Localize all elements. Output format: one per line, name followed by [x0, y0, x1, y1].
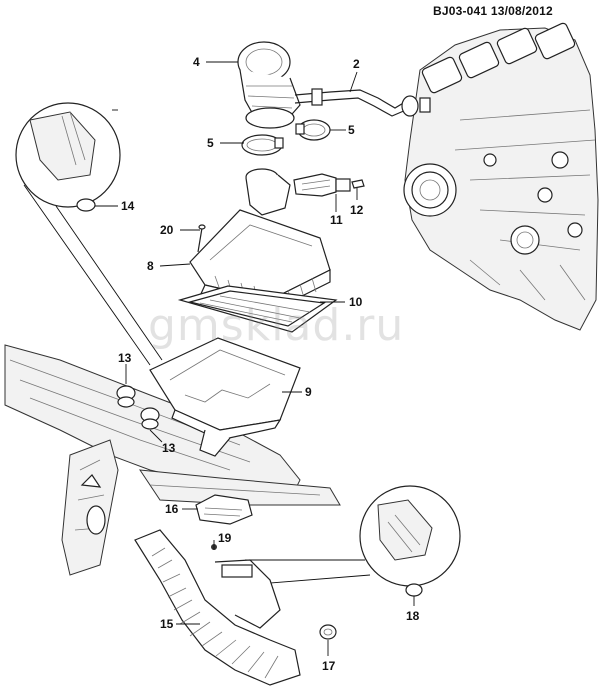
hose-clamp-left	[241, 134, 284, 156]
callout-11: 11	[330, 213, 343, 227]
callout-8: 8	[147, 259, 154, 273]
sensor-screw	[351, 179, 365, 189]
air-filter-element	[177, 285, 338, 333]
callout-20: 20	[160, 223, 174, 237]
callout-13-upper: 13	[118, 351, 132, 365]
callout-5-left: 5	[207, 136, 214, 150]
detail-view-upper	[15, 102, 163, 366]
grommet-lower	[140, 407, 160, 430]
intake-elbow-upper	[245, 168, 291, 216]
callout-15: 15	[160, 617, 174, 631]
callout-labels: 4 2 5 5 11 12 20 8 10 9 14 13 13 16 19 1…	[95, 55, 420, 673]
callout-13-lower: 13	[162, 441, 176, 455]
intake-duct	[134, 529, 301, 686]
diagram-code: BJ03-041	[433, 4, 488, 18]
callout-14: 14	[121, 199, 135, 213]
callout-18: 18	[406, 609, 420, 623]
callout-17: 17	[322, 659, 336, 673]
duct-grommet	[319, 624, 337, 640]
diagram-id: BJ03-041 13/08/2012	[433, 4, 553, 18]
callout-5-right: 5	[348, 123, 355, 137]
grommet-upper	[116, 385, 136, 408]
air-cleaner-housing	[149, 337, 301, 457]
callout-4: 4	[193, 55, 200, 69]
engine-block	[403, 22, 599, 331]
diagram-date: 13/08/2012	[490, 4, 553, 18]
air-flow-sensor	[293, 173, 351, 197]
callout-9: 9	[305, 385, 312, 399]
hose-clamp-right	[295, 119, 331, 141]
outlet-duct	[237, 41, 301, 129]
screw	[197, 224, 206, 253]
watermark: gmsklad.ru	[148, 300, 405, 351]
callout-19: 19	[218, 531, 232, 545]
breather-hose	[294, 88, 431, 117]
callout-2: 2	[353, 57, 360, 71]
callout-10: 10	[349, 295, 363, 309]
callout-16: 16	[165, 502, 179, 516]
detail-view-lower	[244, 485, 461, 597]
intake-resonator	[195, 494, 253, 525]
callout-12: 12	[350, 203, 364, 217]
